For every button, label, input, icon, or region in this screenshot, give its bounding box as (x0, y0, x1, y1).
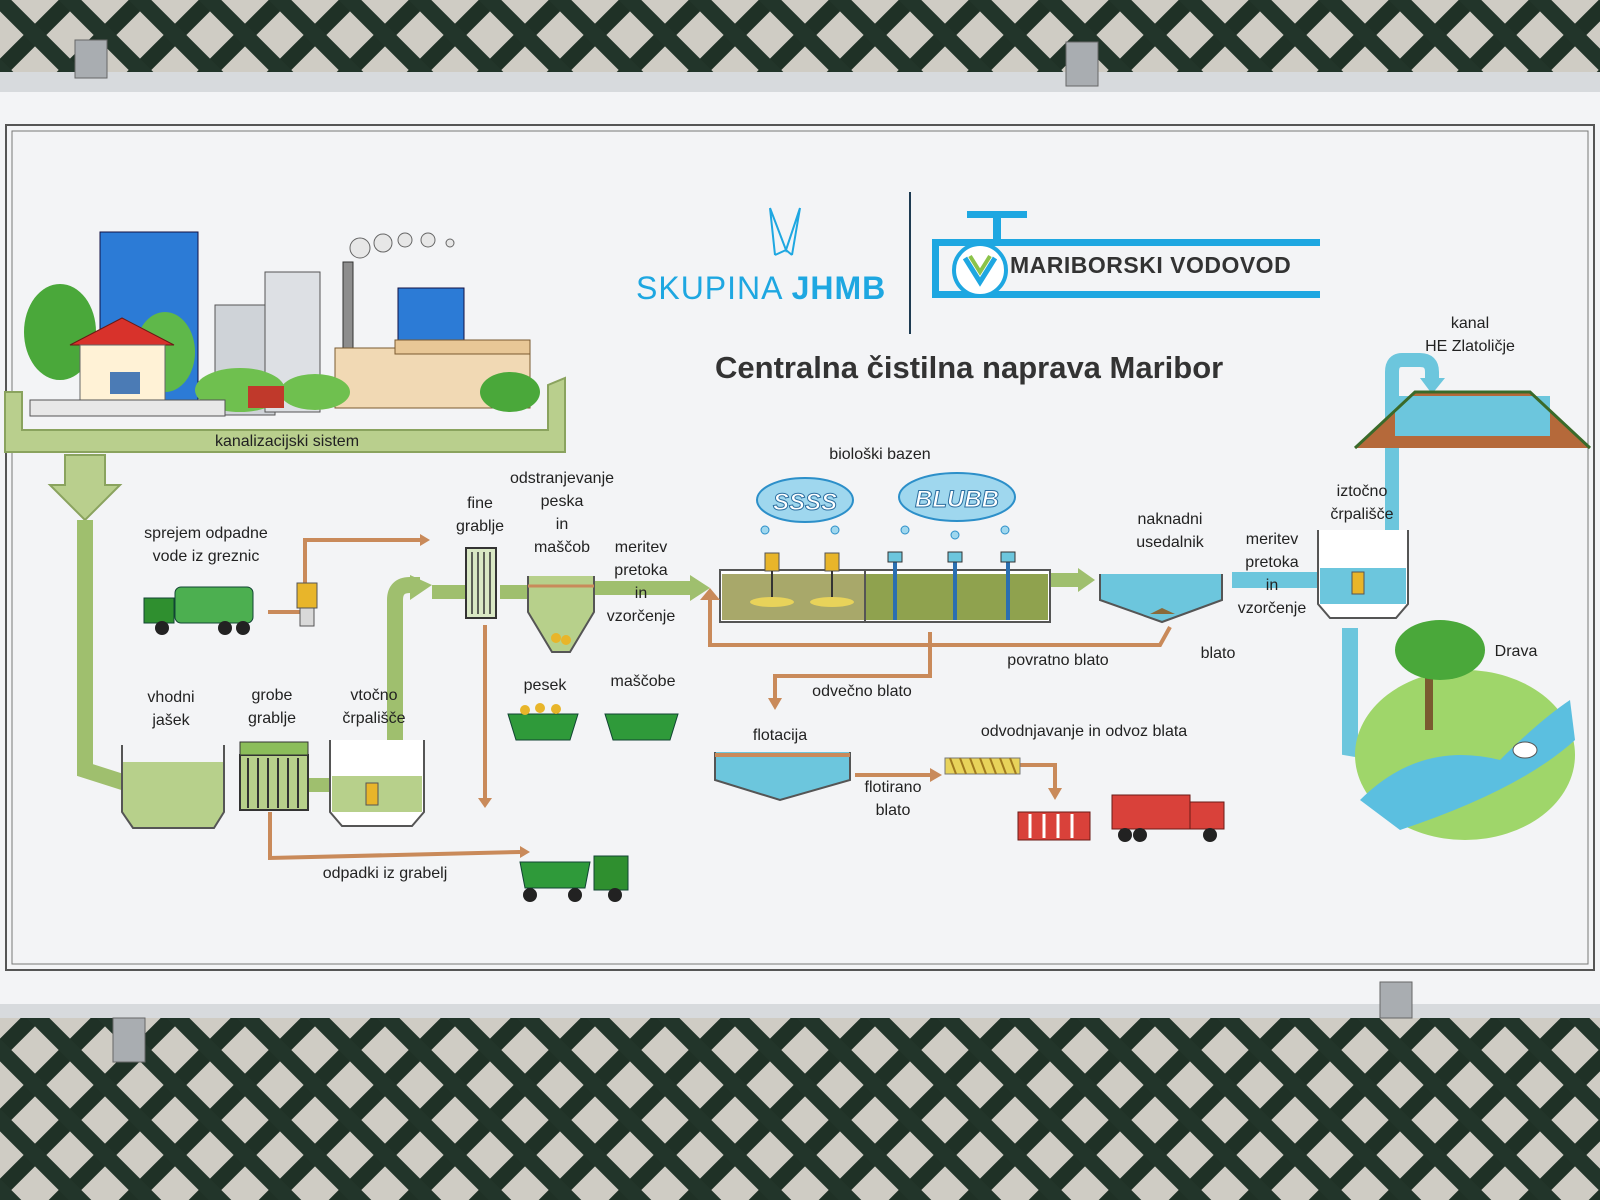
sludge-pipes (268, 538, 1172, 861)
label-sludge: blato (1200, 645, 1236, 662)
board-inner-border (5, 124, 1595, 971)
grit-grease-trap (527, 576, 595, 653)
page-title: Centralna čistilna naprava Maribor (715, 350, 1224, 385)
sand-container (507, 703, 579, 741)
label-flow-sampling-2: meritev pretoka in vzorčenje (1237, 531, 1307, 617)
mounting-clips (74, 39, 1413, 1063)
vodovod-logo-icon (932, 211, 1320, 298)
label-flotation: flotacija (752, 727, 808, 744)
brand-mariborski-vodovod: MARIBORSKI VODOVOD (1010, 252, 1292, 278)
label-biological-basin: biološki bazen (829, 446, 931, 463)
sludge-truck (1111, 794, 1225, 842)
wastewater-pipes (77, 520, 1085, 793)
label-grease: maščobe (610, 673, 676, 690)
label-septage-reception: sprejem odpadne vode iz greznic (144, 525, 268, 565)
biological-basin (719, 551, 1051, 623)
grease-container (604, 713, 679, 741)
brand-skupina-jhmb: SKUPINA JHMB (636, 270, 886, 307)
label-floated-sludge: flotirano blato (864, 779, 922, 819)
brand-prefix: SKUPINA (636, 270, 792, 306)
secondary-clarifier (1099, 574, 1223, 624)
bubble-ssss (756, 477, 854, 535)
septage-hopper (296, 582, 318, 627)
river-illustration (1355, 620, 1575, 840)
label-sewer-system: kanalizacijski sistem (214, 433, 360, 450)
flotation-tank (714, 752, 851, 802)
waste-truck (519, 855, 629, 902)
canal-illustration (1353, 390, 1592, 450)
label-river: Drava (1494, 643, 1538, 660)
label-dewatering: odvodnjavanje in odvoz blata (980, 723, 1188, 740)
label-secondary-clarifier: naknadni usedalnik (1136, 511, 1204, 551)
label-coarse-screens: grobe grablje (247, 687, 297, 727)
label-grit-grease-removal: odstranjevanje peska in maščob (509, 470, 615, 556)
sludge-container (1017, 811, 1091, 841)
bubble-blubb (898, 472, 1016, 540)
label-outlet-pumping: iztočno črpališče (1330, 483, 1394, 523)
septage-truck (143, 586, 254, 635)
bubble-ssss-text: SSSS (773, 489, 837, 516)
jhmb-logo-icon (769, 207, 801, 256)
label-sand: pesek (523, 677, 567, 694)
label-canal: kanal HE Zlatoličje (1425, 315, 1515, 355)
fine-screen (465, 547, 497, 619)
label-return-sludge: povratno blato (1007, 652, 1109, 669)
sewer-system-tray (4, 376, 566, 453)
inlet-shaft-basin (121, 762, 225, 829)
label-inlet-pumping: vtočno črpališče (342, 687, 406, 727)
city-illustration (24, 231, 540, 417)
label-excess-sludge: odvečno blato (812, 683, 912, 700)
label-screen-waste: odpadki iz grabelj (322, 865, 448, 882)
label-inlet-shaft: vhodni jašek (147, 689, 195, 729)
dewatering-screw (944, 757, 1021, 775)
label-flow-sampling-1: meritev pretoka in vzorčenje (606, 539, 676, 625)
bubble-blubb-text: BLUBB (915, 486, 999, 513)
label-fine-screens: fine grablje (455, 495, 505, 535)
coarse-screen (239, 741, 309, 811)
brand-bold: JHMB (791, 270, 887, 306)
